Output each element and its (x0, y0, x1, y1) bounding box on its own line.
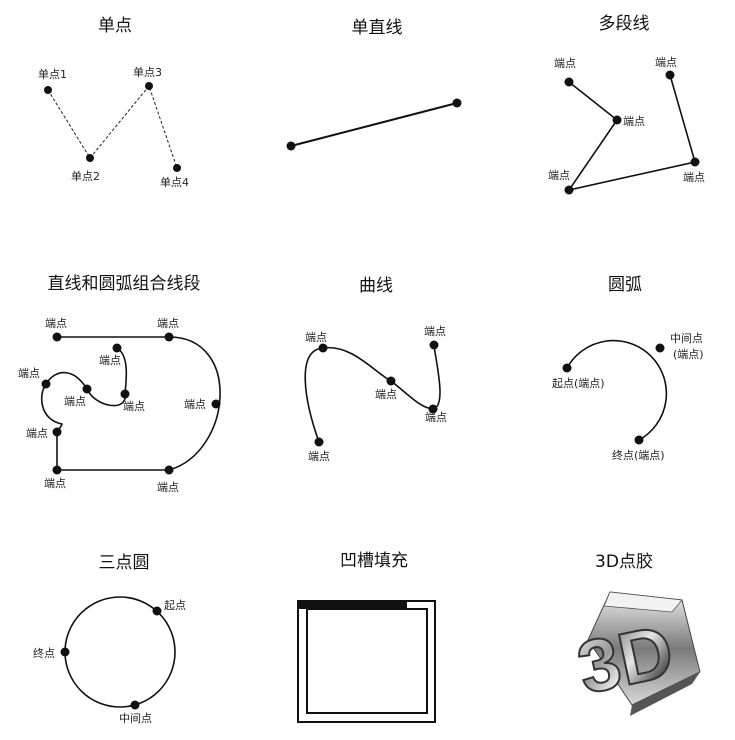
curve-vertex (429, 340, 439, 350)
point-label: 中间点 (670, 332, 703, 345)
arc-path (566, 339, 668, 441)
point-1 (44, 86, 52, 94)
panel-single-point: 单点 单点1 单点3 单点2 单点4 (38, 16, 189, 189)
point-label: 端点 (305, 331, 327, 344)
point-label: 端点 (554, 57, 576, 70)
panel-curve: 曲线 端点 端点 端点 端点 端点 (304, 276, 447, 463)
panel-title: 单点 (98, 16, 132, 36)
point-label: (端点) (673, 348, 704, 361)
point-label: 端点 (683, 171, 705, 184)
point-label: 端点 (424, 325, 446, 338)
point-label: 起点 (164, 599, 186, 612)
point-label: 起点(端点) (552, 377, 605, 390)
panel-title: 三点圆 (99, 553, 150, 573)
3d-logo-text: 3D (571, 609, 681, 710)
point-label: 端点 (157, 481, 179, 494)
combo-path (40, 336, 221, 471)
polyline-vertex (564, 185, 574, 195)
point-label: 端点 (44, 477, 66, 490)
point-label: 端点 (45, 317, 67, 330)
curve-vertex (318, 343, 328, 353)
circle-mid-point (130, 700, 140, 710)
panel-title: 单直线 (352, 18, 403, 38)
3d-logo-icon: 3D (570, 591, 701, 716)
curve-vertex (386, 376, 396, 386)
curve-vertex (314, 437, 324, 447)
combo-vertex (164, 332, 174, 342)
point-label: 端点 (425, 411, 447, 424)
combo-vertex (41, 379, 51, 389)
point-label: 中间点 (119, 712, 152, 725)
combo-vertex (112, 343, 122, 353)
combo-vertex (211, 399, 221, 409)
panel-title: 圆弧 (608, 275, 642, 295)
combo-vertex (164, 465, 174, 475)
circle-end-point (60, 647, 70, 657)
point-label: 端点 (308, 450, 330, 463)
panel-single-line: 单直线 (286, 18, 462, 151)
panel-title: 曲线 (359, 276, 393, 296)
arc-mid-point (655, 343, 665, 353)
point-4 (173, 164, 181, 172)
arc-start-point (562, 363, 572, 373)
panel-title: 凹槽填充 (340, 551, 408, 571)
combo-vertex (120, 389, 130, 399)
curve-vertex (428, 404, 438, 414)
straight-line (290, 102, 458, 147)
point-label: 端点 (184, 398, 206, 411)
point-label: 终点(端点) (612, 448, 665, 462)
line-endpoint (452, 98, 462, 108)
panel-line-arc-combo: 直线和圆弧组合线段 端点 端点 端点 端点 端点 端点 端点 端点 端点 端点 (18, 274, 221, 494)
polyline-vertex (564, 77, 574, 87)
panel-title: 3D点胶 (595, 552, 653, 572)
panel-polyline: 多段线 端点 端点 端点 端点 端点 (548, 14, 705, 195)
panel-title: 直线和圆弧组合线段 (48, 274, 201, 294)
dashed-path (47, 84, 178, 169)
groove-outer-frame (297, 600, 436, 723)
point-label: 终点 (33, 646, 55, 660)
point-label: 端点 (18, 367, 40, 380)
point-label: 端点 (99, 354, 121, 367)
point-label: 单点3 (133, 66, 162, 79)
groove-fill-bar (298, 601, 407, 609)
polyline-vertex (690, 157, 700, 167)
point-label: 端点 (623, 115, 645, 128)
point-label: 端点 (64, 395, 86, 408)
polyline-path (567, 74, 697, 192)
panel-arc: 圆弧 中间点 (端点) 起点(端点) 终点(端点) (552, 275, 704, 462)
point-label: 端点 (548, 169, 570, 182)
groove-inner-frame (306, 608, 428, 714)
point-label: 单点2 (71, 170, 100, 183)
panel-three-point-circle: 三点圆 起点 终点 中间点 (33, 553, 186, 725)
polyline-vertex (665, 70, 675, 80)
point-label: 单点4 (160, 176, 189, 189)
point-3 (145, 82, 153, 90)
arc-end-point (634, 435, 644, 445)
combo-vertex (52, 427, 62, 437)
panel-3d-point-glue: 3D点胶 3D (570, 552, 701, 716)
point-label: 端点 (123, 400, 145, 413)
point-label: 单点1 (38, 68, 67, 81)
curve-path (304, 344, 441, 443)
point-label: 端点 (157, 317, 179, 330)
panel-title: 多段线 (599, 14, 650, 34)
panel-groove-fill: 凹槽填充 (297, 551, 436, 723)
combo-vertex (52, 332, 62, 342)
point-label: 端点 (375, 388, 397, 401)
point-label: 端点 (26, 427, 48, 440)
line-endpoint (286, 141, 296, 151)
point-label: 端点 (655, 56, 677, 69)
combo-vertex (82, 384, 92, 394)
point-2 (86, 154, 94, 162)
circle-start-point (152, 606, 162, 616)
polyline-vertex (612, 115, 622, 125)
combo-vertex (52, 465, 62, 475)
